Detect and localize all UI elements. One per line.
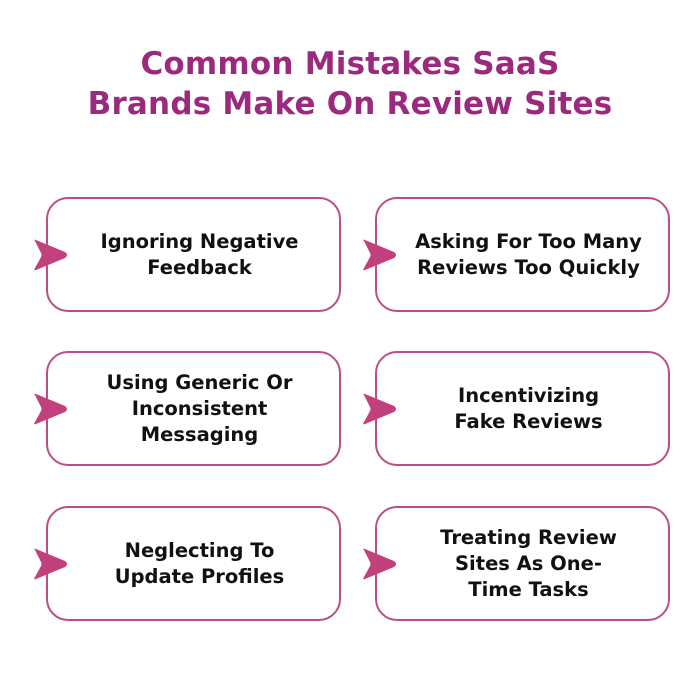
- arrow-pointer-icon: [360, 392, 398, 426]
- arrow-pointer-icon: [360, 238, 398, 272]
- mistake-card-incentivizing-fake-reviews: Incentivizing Fake Reviews: [363, 351, 670, 466]
- arrow-pointer-icon: [31, 392, 69, 426]
- card-label: Ignoring Negative Feedback: [100, 229, 299, 279]
- title-line-1: Common Mistakes SaaS: [140, 46, 560, 82]
- arrow-pointer-icon: [31, 547, 69, 581]
- mistake-card-generic-messaging: Using Generic Or Inconsistent Messaging: [34, 351, 341, 466]
- mistake-card-ignoring-negative-feedback: Ignoring Negative Feedback: [34, 197, 341, 312]
- mistake-card-neglecting-profiles: Neglecting To Update Profiles: [34, 506, 341, 621]
- card-label: Incentivizing Fake Reviews: [454, 383, 603, 433]
- title-line-2: Brands Make On Review Sites: [87, 86, 613, 122]
- card-label: Using Generic Or Inconsistent Messaging: [106, 370, 293, 446]
- card-label: Asking For Too Many Reviews Too Quickly: [415, 229, 642, 279]
- mistake-card-asking-too-many-reviews: Asking For Too Many Reviews Too Quickly: [363, 197, 670, 312]
- mistake-card-one-time-tasks: Treating Review Sites As One- Time Tasks: [363, 506, 670, 621]
- arrow-pointer-icon: [360, 547, 398, 581]
- arrow-pointer-icon: [31, 238, 69, 272]
- card-label: Neglecting To Update Profiles: [114, 538, 285, 588]
- card-label: Treating Review Sites As One- Time Tasks: [440, 525, 617, 601]
- page-title: Common Mistakes SaaS Brands Make On Revi…: [0, 44, 700, 124]
